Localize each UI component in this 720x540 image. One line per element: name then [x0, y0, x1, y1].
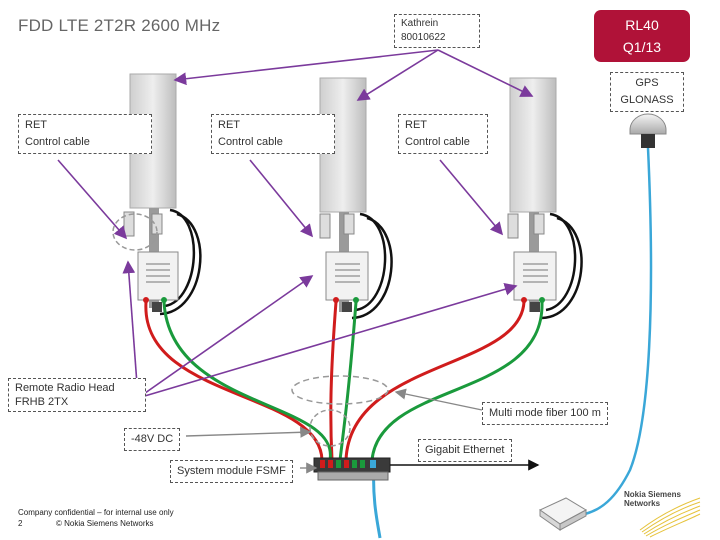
gps-cable [584, 147, 653, 516]
rrh-label-model: FRHB 2TX [15, 396, 69, 408]
antenna-part-number: 80010622 [401, 32, 446, 43]
connector [152, 302, 162, 312]
antenna-vendor: Kathrein [401, 18, 439, 29]
system-module-fsmf [313, 457, 391, 481]
antenna-site-3 [507, 77, 583, 320]
ret-label-subtitle: Control cable [218, 136, 283, 148]
gps-dome [629, 113, 667, 135]
rf-port-red [333, 297, 339, 303]
gps-label: GPS GLONASS [610, 72, 684, 112]
rf-port-green [353, 297, 359, 303]
nsn-logo-line1: Nokia Siemens [624, 490, 681, 499]
gps-base [641, 134, 655, 148]
ret-label-2: RET Control cable [211, 114, 335, 154]
fiber-label: Multi mode fiber 100 m [482, 402, 608, 425]
confidential-notice: Company confidential – for internal use … [18, 508, 174, 517]
release-name: RL40 [625, 17, 659, 33]
connector [530, 302, 540, 312]
ethernet-label: Gigabit Ethernet [418, 439, 512, 462]
rf-port-green [539, 297, 545, 303]
jumper-cable [159, 212, 202, 316]
ret-label-title: RET [25, 119, 47, 131]
copyright-notice: © Nokia Siemens Networks [56, 519, 154, 528]
ret-label-3: RET Control cable [398, 114, 488, 154]
nsn-logo-line2: Networks [624, 499, 661, 508]
rrh-label-title: Remote Radio Head [15, 382, 115, 394]
ret-label-title: RET [218, 119, 240, 131]
rf-port-red [521, 297, 527, 303]
release-quarter: Q1/13 [622, 39, 662, 55]
jumper-cable [541, 216, 583, 320]
gps-antenna [629, 113, 667, 148]
jumper-cable [351, 216, 393, 320]
antenna-panel [509, 77, 557, 213]
gps-receiver-box [539, 497, 588, 531]
ret-unit [123, 211, 135, 237]
ret-label-title: RET [405, 119, 427, 131]
dc-power-label: -48V DC [124, 428, 181, 451]
connector [533, 213, 545, 235]
fiber-cables [162, 301, 544, 461]
diagram-title: FDD LTE 2T2R 2600 MHz [18, 16, 221, 35]
system-module-label: System module FSMF [170, 460, 293, 483]
fiber-highlight [291, 375, 389, 405]
gps-label-line1: GPS [635, 77, 659, 89]
gps-label-line2: GLONASS [620, 94, 674, 106]
ret-highlight [112, 213, 158, 251]
connector [342, 302, 352, 312]
ret-unit [507, 213, 519, 239]
release-badge: RL40 Q1/13 [594, 10, 690, 62]
page-number: 2 [18, 519, 23, 528]
nsn-logo-swoosh [639, 497, 701, 538]
ret-label-subtitle: Control cable [405, 136, 470, 148]
ret-label-subtitle: Control cable [25, 136, 90, 148]
ret-unit [319, 213, 331, 239]
ret-label-1: RET Control cable [18, 114, 152, 154]
rf-port-green [161, 297, 167, 303]
rf-port-red [143, 297, 149, 303]
gray-arrows [185, 388, 483, 474]
antenna-site-1 [112, 73, 202, 316]
nsn-logo: Nokia Siemens Networks [624, 490, 681, 508]
purple-arrows [57, 49, 534, 399]
rrh-label: Remote Radio Head FRHB 2TX [8, 378, 146, 412]
dc-power-cables [144, 301, 526, 461]
connector [343, 213, 355, 235]
antenna-model-label: Kathrein 80010622 [394, 14, 480, 48]
